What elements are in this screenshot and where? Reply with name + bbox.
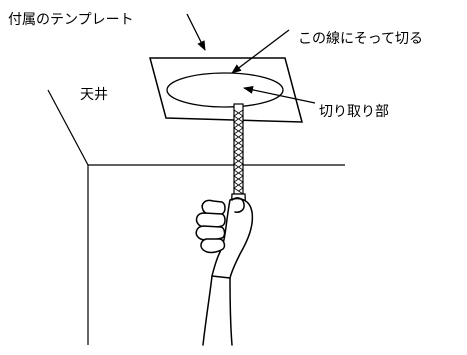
label-ceiling: 天井 [80,87,108,103]
hand-illustration [195,197,254,346]
template-sheet [149,57,303,123]
template-arrow [186,13,206,51]
cutout-ellipse [166,72,284,108]
cutout-arrow [243,85,316,104]
cut-line-pointer [231,29,290,74]
room-corner-lines [47,89,345,345]
label-cut-line: この線にそって切る [298,31,423,47]
label-template: 付属のテンプレート [8,12,134,28]
label-cutout: 切り取り部 [319,104,389,120]
saw-blade [233,103,244,195]
ceiling-diagonal-line [47,89,89,166]
